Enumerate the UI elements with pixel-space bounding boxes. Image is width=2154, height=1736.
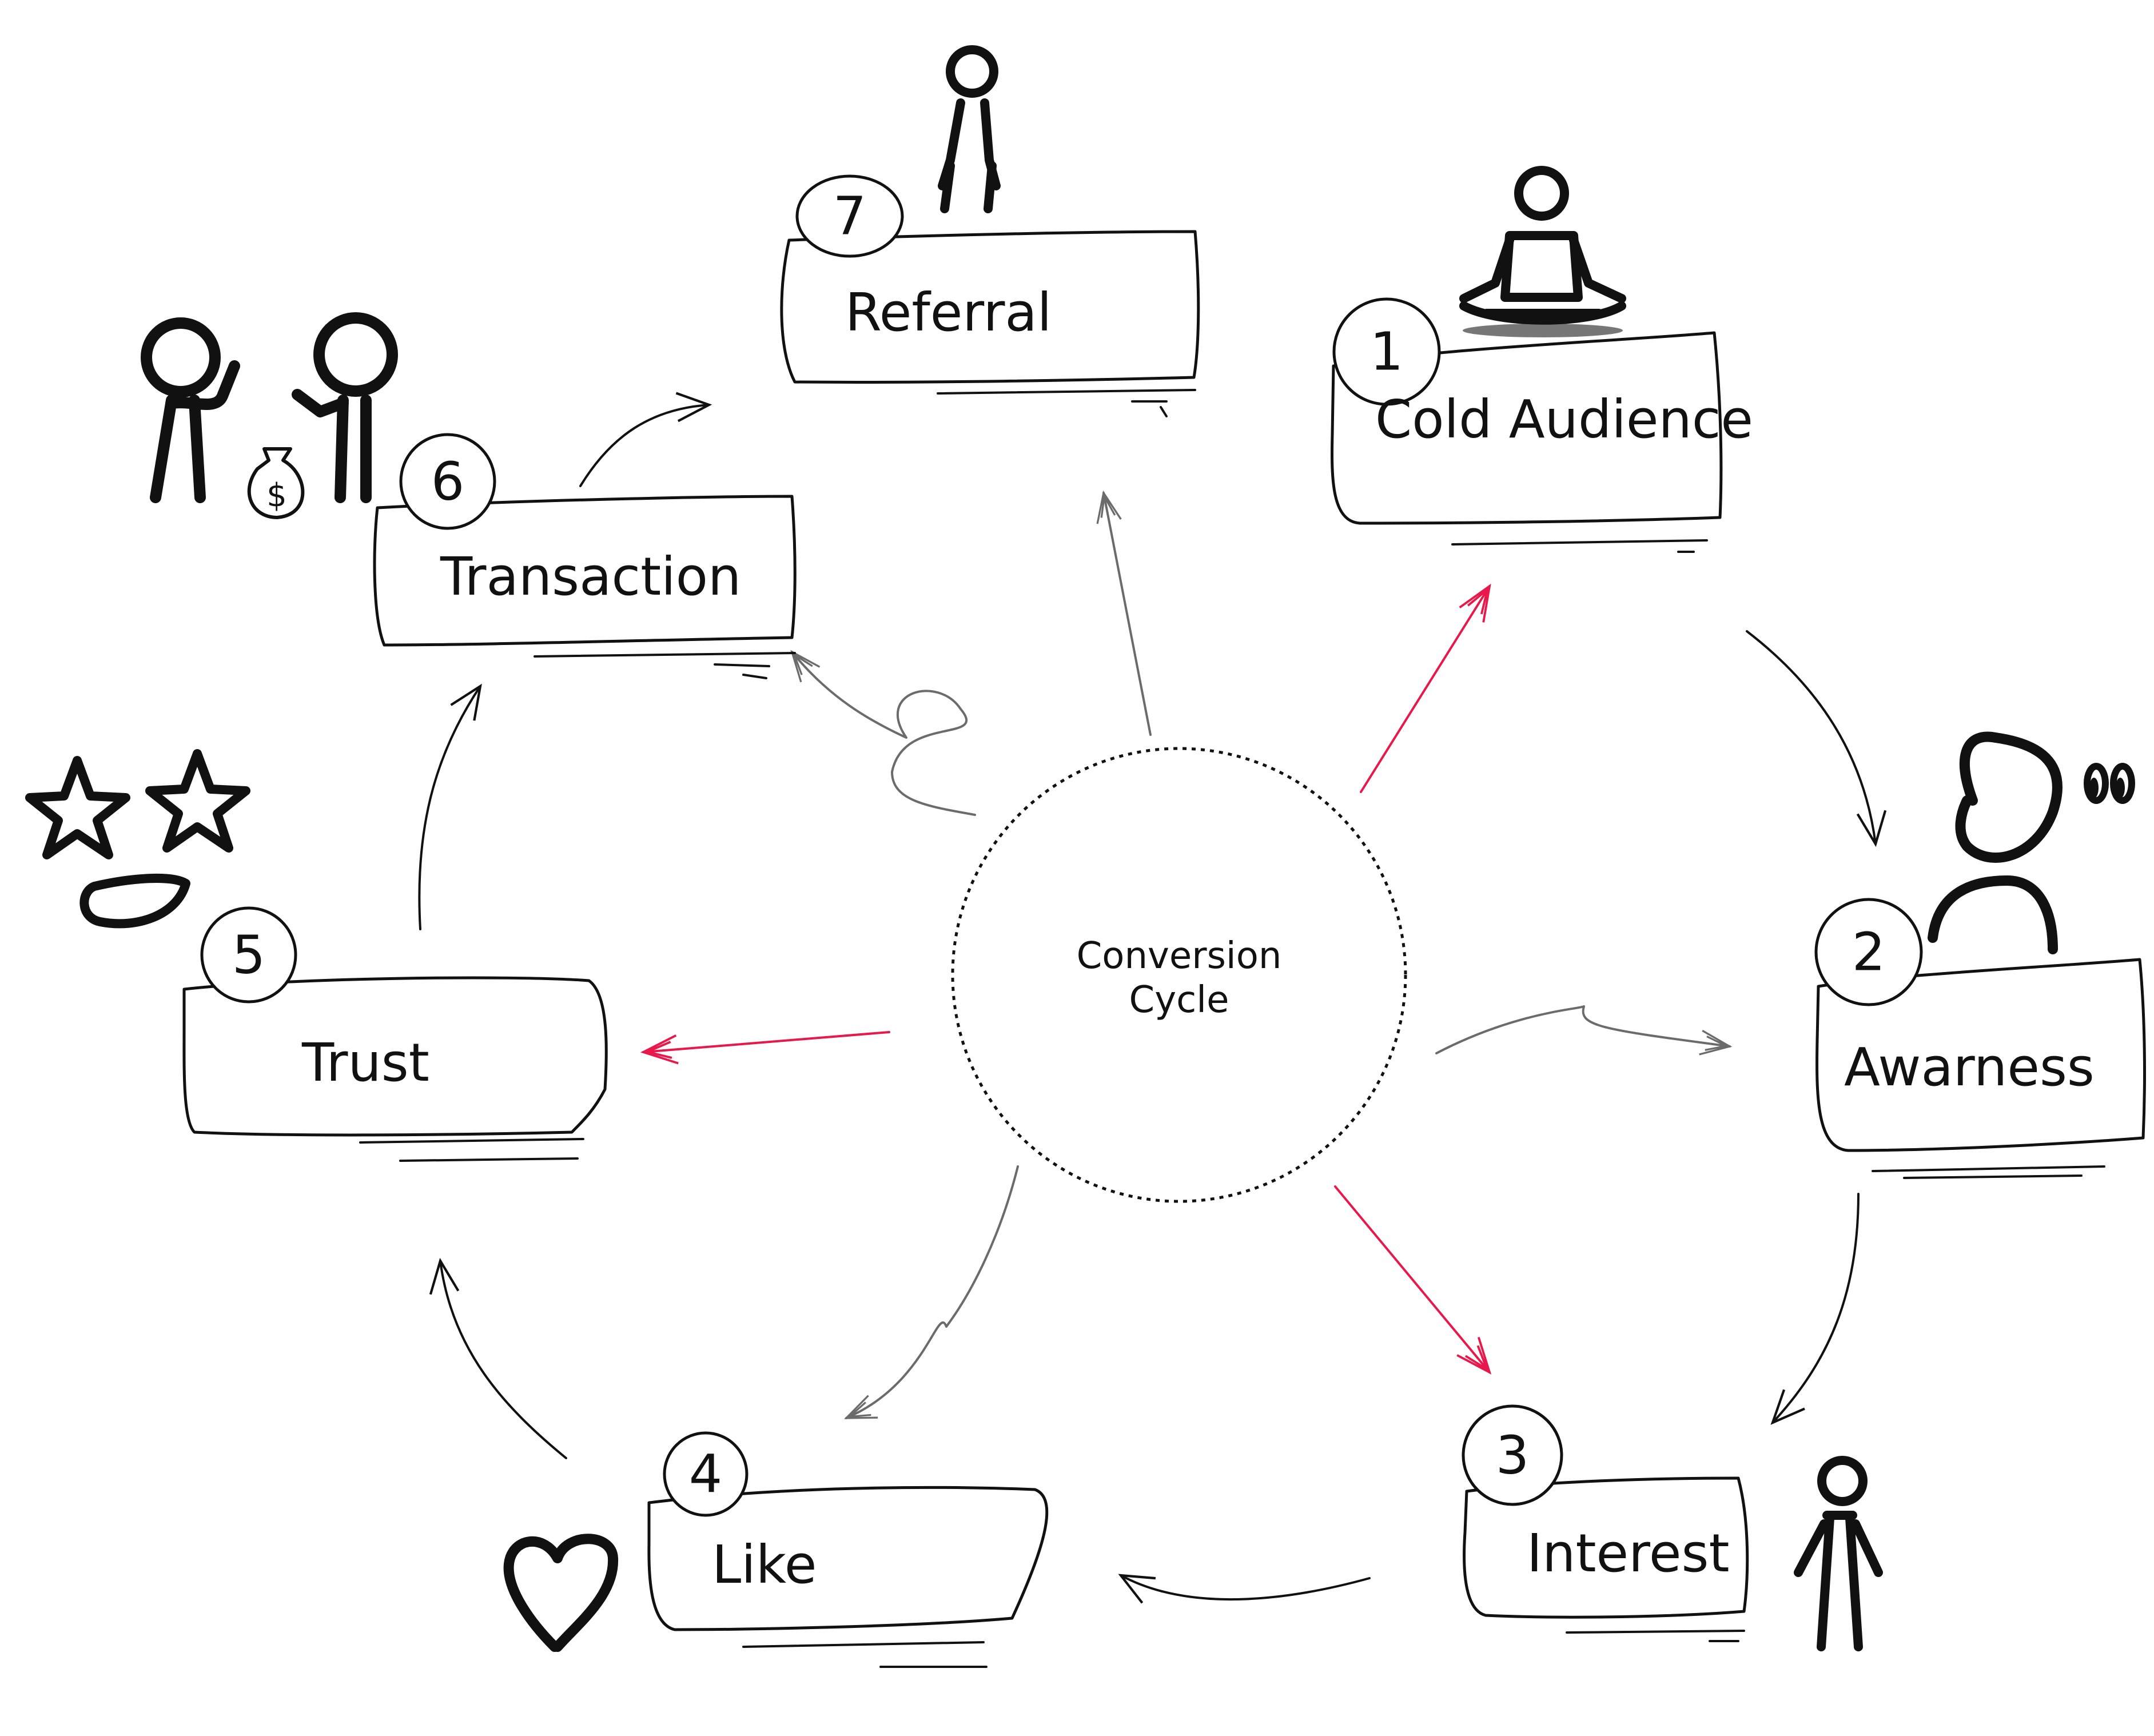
step-underline	[1872, 1165, 2105, 1179]
step-label: Referral	[845, 282, 1052, 343]
center-title-line-2: Cycle	[1129, 979, 1229, 1021]
step-label: Interest	[1527, 1523, 1730, 1584]
person-with-eyes-icon	[1928, 731, 2135, 954]
spoke-to-referral	[1096, 490, 1152, 736]
spoke-to-awarness	[1435, 1005, 1733, 1056]
step-transaction: 6 Transaction	[373, 433, 797, 679]
heart-icon	[503, 1534, 619, 1652]
step-number-badge	[795, 174, 904, 258]
step-number: 4	[689, 1444, 723, 1505]
step-number-badge	[399, 433, 496, 530]
step-box	[182, 976, 608, 1137]
spoke-to-like	[844, 1165, 1019, 1419]
star-eyes-face-icon	[25, 749, 250, 929]
step-underline	[359, 1138, 584, 1162]
step-number: 1	[1370, 321, 1404, 383]
spoke-to-cold-audience	[1360, 583, 1491, 793]
step-like: 4 Like	[647, 1431, 1049, 1668]
spoke-arrows	[640, 490, 1733, 1419]
spoke-to-interest	[1334, 1185, 1492, 1375]
step-number: 5	[232, 925, 266, 986]
step-number-badge	[663, 1431, 748, 1517]
spoke-to-transaction	[790, 650, 976, 816]
step-number: 7	[833, 186, 867, 247]
arrow-step4-to-step5	[429, 1257, 567, 1459]
step-trust: 5 Trust	[182, 906, 608, 1162]
arrow-step5-to-step6	[418, 683, 482, 930]
step-number: 3	[1496, 1425, 1530, 1486]
step-box	[1815, 958, 2146, 1152]
two-people-money-icon: $	[141, 312, 398, 519]
step-label: Transaction	[440, 546, 741, 607]
center-title-line-1: Conversion	[1077, 935, 1282, 977]
step-box	[780, 230, 1200, 384]
arrow-step3-to-step4	[1118, 1574, 1371, 1604]
step-interest: 3 Interest	[1462, 1404, 1749, 1642]
step-awarness: 2 Awarness	[1814, 898, 2146, 1179]
arrow-step6-to-step7	[579, 392, 712, 487]
step-label: Trust	[301, 1032, 429, 1093]
step-underline	[742, 1641, 988, 1668]
step-cold-audience: 1 Cold Audience	[1331, 297, 1753, 553]
step-label: Cold Audience	[1375, 389, 1753, 450]
step-number-badge	[1814, 898, 1923, 1006]
step-label: Awarness	[1844, 1037, 2095, 1098]
cycle-arrows	[418, 392, 1887, 1604]
step-number-badge	[1332, 297, 1441, 406]
sitting-person-icon	[938, 45, 1001, 213]
arrow-step1-to-step2	[1746, 630, 1887, 847]
step-number-badge	[1462, 1404, 1563, 1506]
step-referral: 7 Referral	[780, 174, 1200, 417]
meditating-person-icon	[1459, 166, 1626, 337]
step-box	[647, 1486, 1049, 1631]
step-number-badge	[200, 906, 297, 1004]
step-box	[1463, 1476, 1749, 1619]
step-underline	[1566, 1630, 1745, 1642]
arrow-step2-to-step3	[1770, 1193, 1860, 1425]
step-label: Like	[712, 1534, 817, 1595]
spoke-to-trust	[640, 1031, 890, 1065]
center-circle: Conversion Cycle	[951, 747, 1407, 1203]
step-underline	[1451, 539, 1708, 553]
money-bag-symbol: $	[266, 477, 287, 514]
standing-person-icon	[1794, 1456, 1883, 1651]
step-box	[373, 495, 797, 647]
step-number: 6	[431, 451, 465, 512]
step-number: 2	[1852, 922, 1886, 983]
step-underline	[533, 652, 796, 679]
step-underline	[937, 389, 1196, 417]
